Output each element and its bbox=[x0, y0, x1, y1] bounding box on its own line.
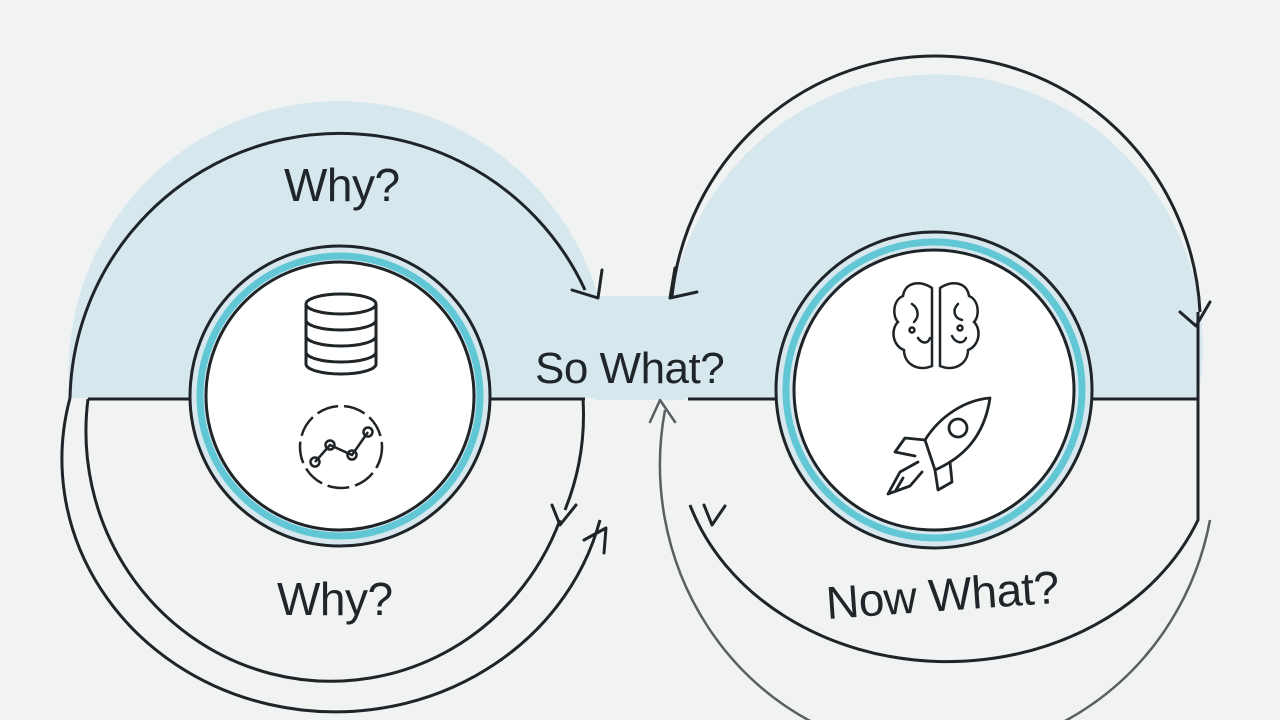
right-circle bbox=[774, 230, 1094, 550]
left-circle bbox=[188, 244, 492, 548]
arrow-right-edge bbox=[1178, 300, 1212, 328]
rocket-icon bbox=[886, 396, 992, 496]
arrow-right-lower bbox=[702, 503, 727, 527]
so-what-label: So What? bbox=[535, 344, 725, 393]
arrow-top-left bbox=[570, 268, 604, 300]
brain-icon bbox=[892, 282, 980, 370]
right-lower-arc bbox=[658, 409, 1212, 720]
why-bottom-label: Why? bbox=[277, 573, 393, 625]
arrow-left-lower bbox=[550, 503, 578, 527]
left-lower-arc bbox=[84, 398, 585, 683]
database-icon bbox=[304, 292, 378, 376]
arrow-left-bottom bbox=[582, 526, 608, 555]
why-top-label: Why? bbox=[284, 159, 400, 211]
chart-nodes-icon bbox=[298, 404, 384, 490]
arrow-top-right bbox=[668, 266, 699, 300]
arrow-center-up bbox=[648, 398, 677, 424]
center-band bbox=[88, 296, 685, 401]
